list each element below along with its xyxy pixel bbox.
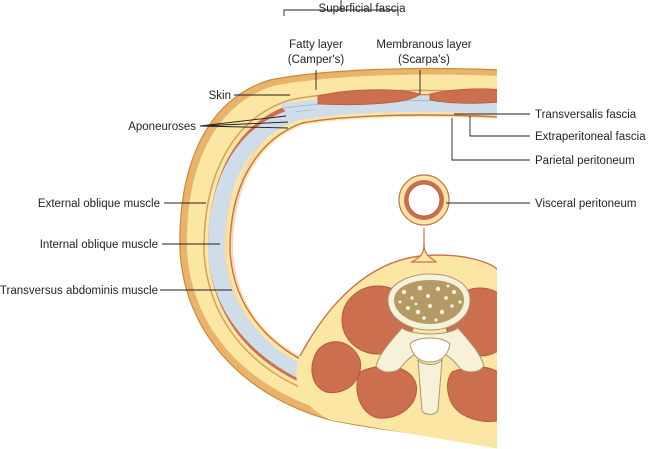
quadratus-lumborum bbox=[311, 341, 362, 394]
label-visceral-peritoneum: Visceral peritoneum bbox=[535, 198, 636, 210]
aponeuroses-leaders bbox=[199, 115, 289, 129]
label-campers: (Camper's) bbox=[288, 54, 345, 66]
label-fatty-layer: Fatty layer bbox=[289, 39, 343, 51]
mesentery bbox=[410, 228, 438, 263]
label-membranous-layer: Membranous layer bbox=[376, 39, 471, 51]
parietal-peritoneum-leader bbox=[451, 118, 530, 161]
label-parietal-peritoneum: Parietal peritoneum bbox=[535, 155, 635, 167]
erector-spinae-right bbox=[447, 366, 497, 422]
label-transversalis-fascia: Transversalis fascia bbox=[535, 109, 637, 121]
leader-lines bbox=[160, 0, 530, 291]
parietal-peritoneum-line bbox=[229, 114, 497, 378]
spinal-canal bbox=[409, 337, 451, 363]
label-superficial-fascia: Superficial fascia bbox=[319, 3, 407, 15]
gut-lumen bbox=[407, 183, 441, 217]
rectus-abdominis-right bbox=[429, 88, 497, 104]
skin-layer bbox=[0, 0, 500, 449]
label-skin: Skin bbox=[209, 90, 231, 102]
spinous-process bbox=[417, 358, 443, 415]
rectus-abdominis bbox=[317, 89, 421, 106]
label-scarpas: (Scarpa's) bbox=[398, 54, 450, 66]
posterior-peritoneum-line bbox=[299, 254, 497, 357]
body-wall-cross-section bbox=[0, 0, 500, 449]
label-transversus-abdominis: Transversus abdominis muscle bbox=[0, 285, 158, 297]
label-aponeuroses: Aponeuroses bbox=[128, 121, 196, 133]
inner-fascia-band bbox=[207, 104, 497, 398]
label-external-oblique: External oblique muscle bbox=[38, 198, 160, 210]
vertebral-spongy-bone bbox=[394, 280, 464, 324]
label-internal-oblique: Internal oblique muscle bbox=[40, 239, 158, 251]
outer-body-outline bbox=[179, 67, 497, 441]
spongy-bone-pores bbox=[398, 284, 462, 322]
label-extraperitoneal-fascia: Extraperitoneal fascia bbox=[535, 131, 646, 143]
extraperitoneal-leader bbox=[469, 116, 530, 137]
